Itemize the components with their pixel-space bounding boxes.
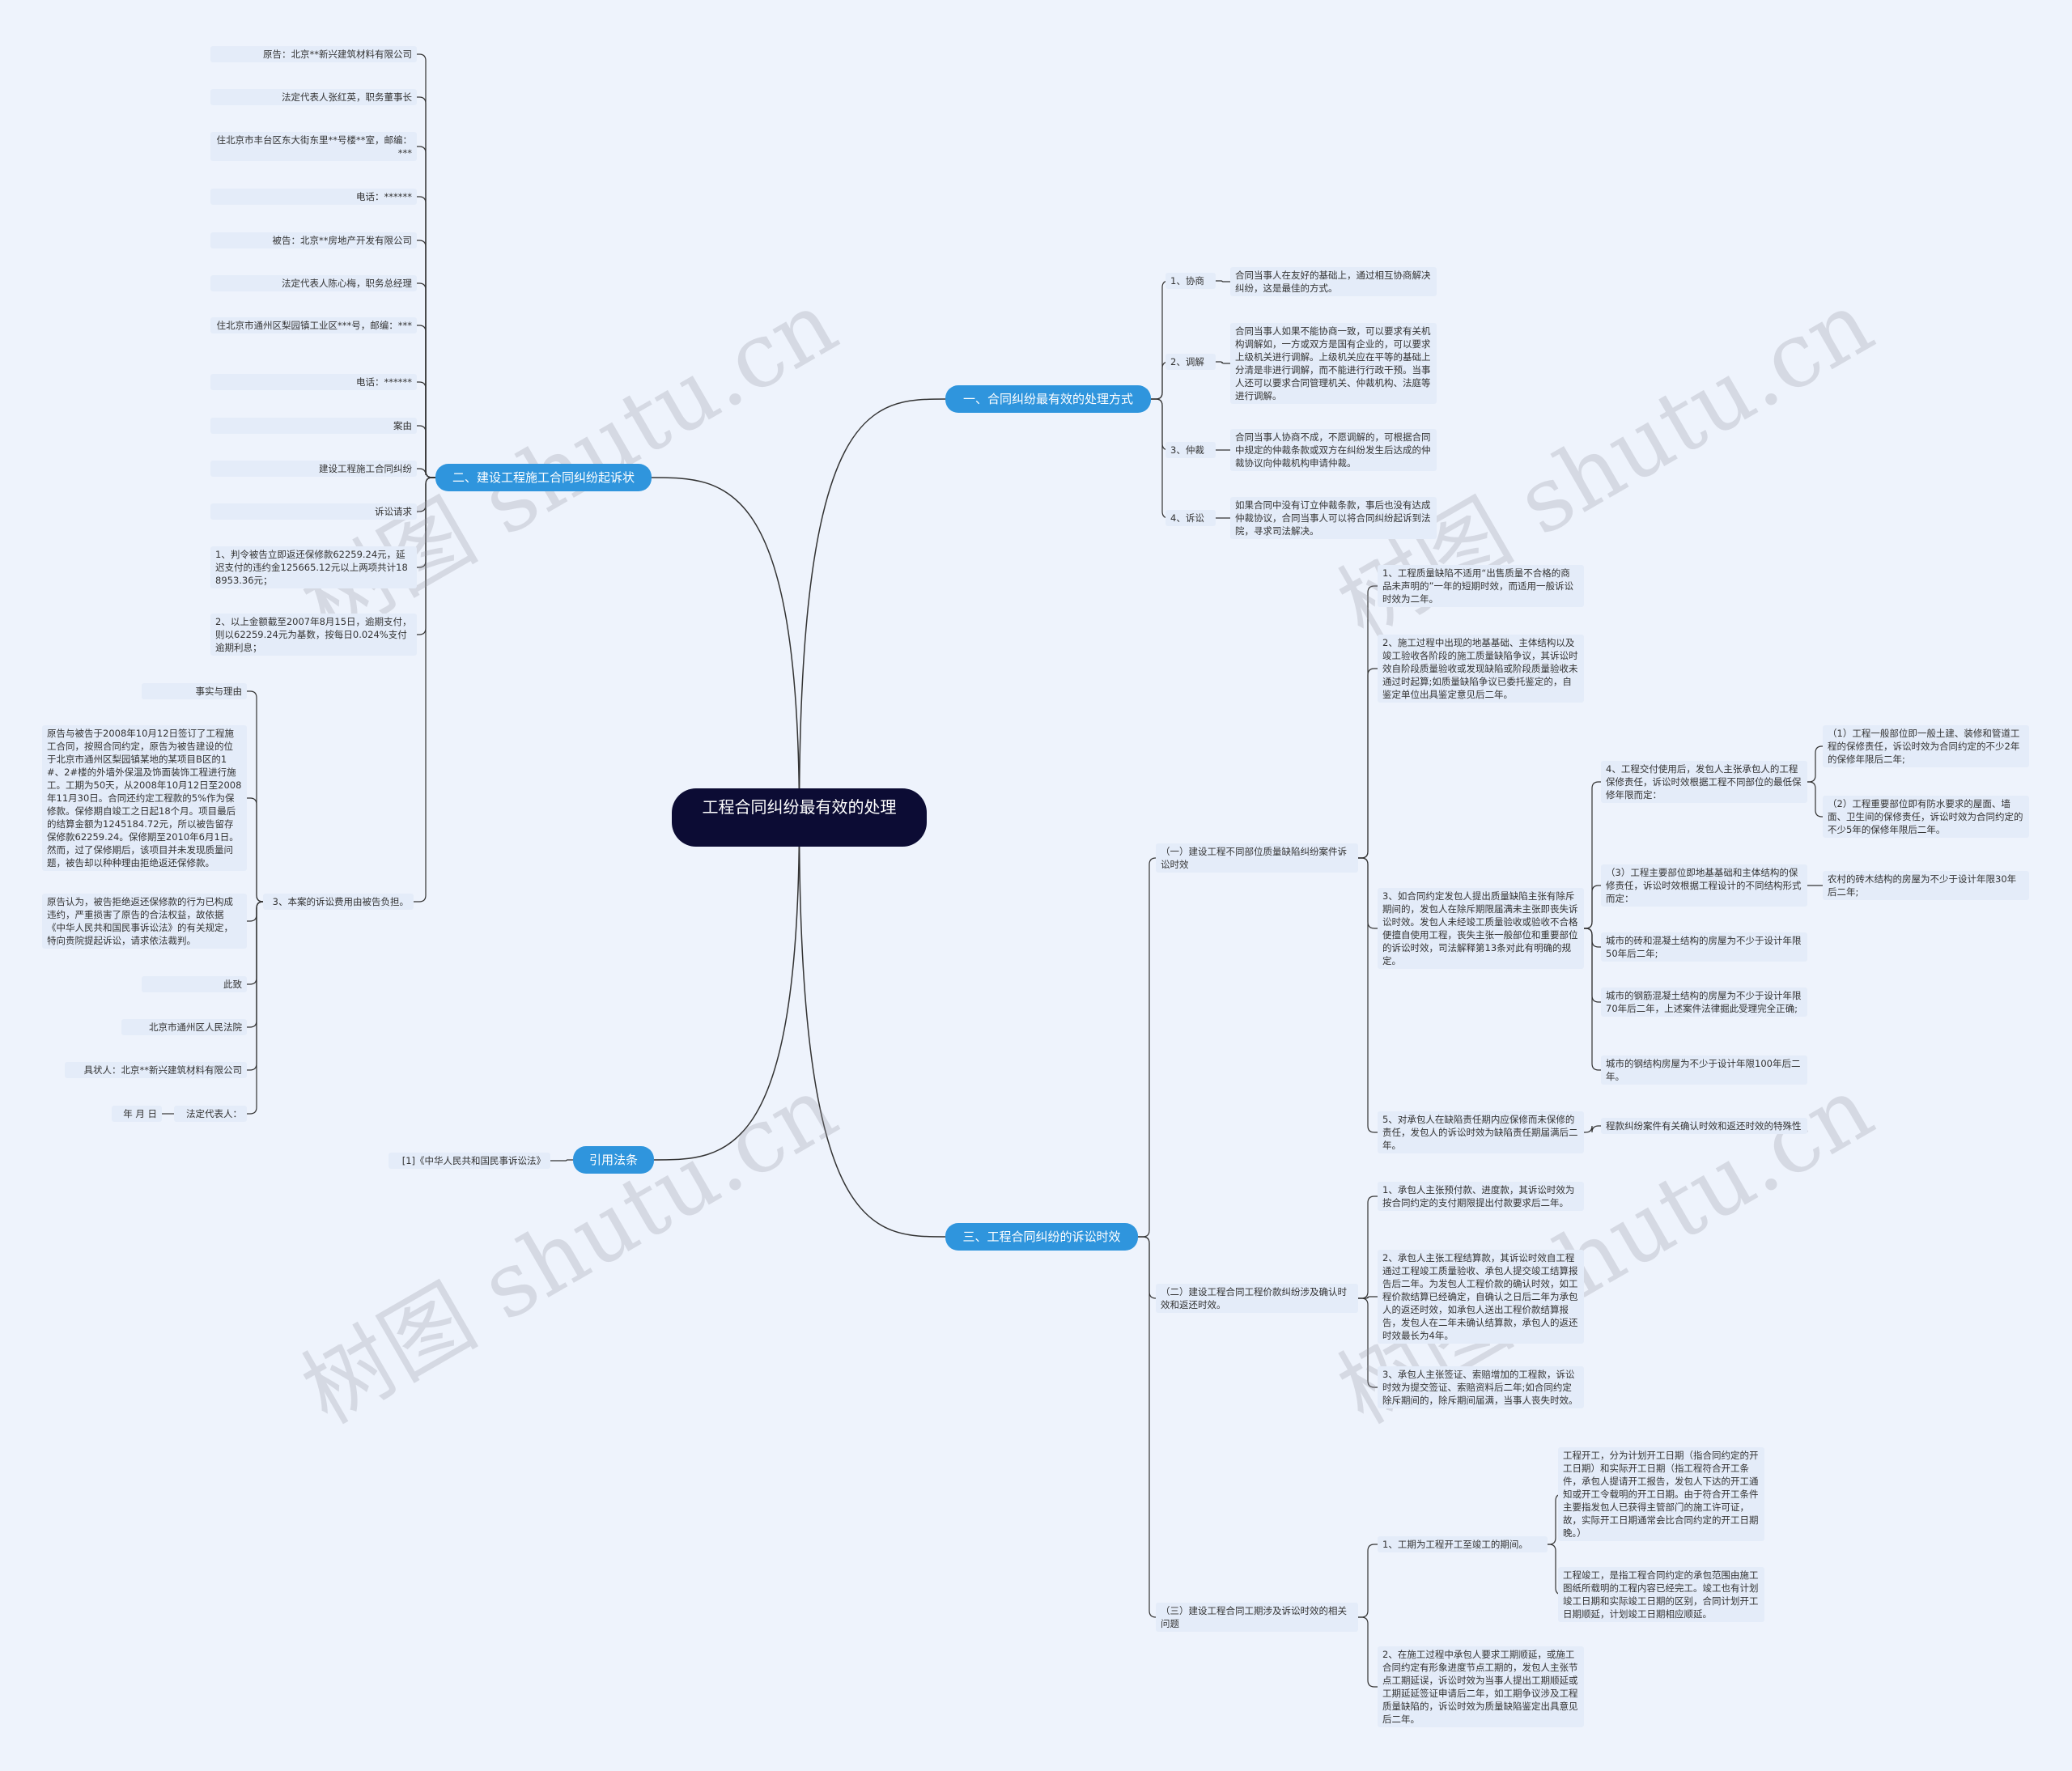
connector-line <box>247 901 264 1028</box>
payment-item-3: 3、承包人主张签证、索赔增加的工程款，诉讼时效为提交签证、索赔资料后二年;如合同… <box>1378 1366 1584 1408</box>
connector-line <box>1216 361 1230 364</box>
connector-line <box>1584 1125 1601 1133</box>
connector-line <box>247 797 264 902</box>
connector-line <box>1358 1196 1378 1299</box>
connector-line <box>1358 1616 1378 1688</box>
method-negotiation-text: 合同当事人在友好的基础上，通过相互协商解决纠纷，这是最佳的方式。 <box>1230 267 1437 296</box>
schedule-item-1: 1、工期为工程开工至竣工的期间。 <box>1378 1536 1548 1552</box>
facts-heading: 事实与理由 <box>142 683 247 699</box>
method-mediation-label[interactable]: 2、调解 <box>1166 354 1216 370</box>
complaint-cause-heading: 案由 <box>210 418 417 434</box>
warranty-rural-brick: 农村的砖木结构的房屋为不少于设计年限30年后二年; <box>1823 871 2029 900</box>
connector-line <box>1151 280 1170 400</box>
connector-line <box>1138 1236 1157 1618</box>
complaint-plaintiff-phone: 电话：****** <box>210 189 417 205</box>
cited-law-item[interactable]: [1]《中华人民共和国民事诉讼法》 <box>388 1153 550 1169</box>
connector-line <box>1358 1297 1378 1388</box>
connector-line <box>1138 857 1157 1238</box>
complaint-defendant-rep: 法定代表人陈心梅，职务总经理 <box>210 275 417 291</box>
method-mediation-text: 合同当事人如果不能协商一致，可以要求有关机构调解如，一方或双方是国有企业的，可以… <box>1230 323 1437 404</box>
connector-line <box>1584 885 1601 929</box>
connector-line <box>1216 280 1230 282</box>
signature-date: 年 月 日 <box>112 1106 162 1122</box>
connector-line <box>247 901 264 1071</box>
closing-text: 此致 <box>142 976 247 992</box>
connector-line <box>798 817 946 1238</box>
branch-limitation[interactable]: 三、工程合同纠纷的诉讼时效 <box>945 1223 1138 1251</box>
payment-limitation-note: 程款纠纷案件有关确认时效和返还时效的特殊性 <box>1601 1118 1807 1134</box>
limitation-schedule[interactable]: （三）建设工程合同工期涉及诉讼时效的相关问题 <box>1156 1603 1358 1632</box>
connector-line <box>1151 398 1170 519</box>
complaint-claim-3[interactable]: 3、本案的诉讼费用由被告负担。 <box>263 894 414 910</box>
start-date-note: 工程开工，分为计划开工日期（指合同约定的开工日期）和实际开工日期（指工程符合开工… <box>1558 1447 1764 1541</box>
warranty-urban-steel: 城市的钢结构房屋为不少于设计年限100年后二年。 <box>1601 1055 1807 1085</box>
limitation-quality-defect[interactable]: （一）建设工程不同部位质量缺陷纠纷案件诉讼时效 <box>1156 843 1358 873</box>
complaint-claim-1: 1、判令被告立即返还保修款62259.24元，延迟支付的违约金125665.12… <box>210 546 417 588</box>
connector-line <box>1358 1296 1378 1299</box>
quality-item-1: 1、工程质量缺陷不适用“出售质量不合格的商品未声明的”一年的短期时效，而适用一般… <box>1378 565 1584 607</box>
connector-line <box>1807 781 1823 818</box>
court-name: 北京市通州区人民法院 <box>121 1019 247 1035</box>
complaint-defendant-phone: 电话：****** <box>210 374 417 390</box>
payment-item-2: 2、承包人主张工程结算款，其诉讼时效自工程通过工程竣工质量验收、承包人提交竣工结… <box>1378 1250 1584 1344</box>
method-litigation-text: 如果合同中没有订立仲裁条款，事后也没有达成仲裁协议，合同当事人可以将合同纠纷起诉… <box>1230 497 1437 539</box>
method-arbitration-text: 合同当事人协商不成，不愿调解的，可根据合同中规定的仲裁条款或双方在纠纷发生后达成… <box>1230 429 1437 471</box>
quality-item-5: 5、对承包人在缺陷责任期内应保修而未保修的责任，发包人的诉讼时效为缺陷责任期届满… <box>1378 1111 1584 1153</box>
connector-line <box>247 690 264 902</box>
connector-line <box>1584 928 1601 1071</box>
method-litigation-label[interactable]: 4、诉讼 <box>1166 510 1216 526</box>
connector-line <box>550 1159 573 1162</box>
connector-line <box>417 468 435 478</box>
complaint-claims-heading: 诉讼请求 <box>210 503 417 520</box>
complaint-cause: 建设工程施工合同纠纷 <box>210 461 417 477</box>
connector-line <box>653 817 800 1161</box>
complaint-plaintiff-address: 住北京市丰台区东大街东里**号楼**室，邮编：*** <box>210 132 417 161</box>
branch-handling-methods[interactable]: 一、合同纠纷最有效的处理方式 <box>945 385 1151 413</box>
complaint-defendant-address: 住北京市通州区梨园镇工业区***号，邮编：*** <box>210 317 417 333</box>
connector-line <box>414 477 435 902</box>
branch-complaint[interactable]: 二、建设工程施工合同纠纷起诉状 <box>435 464 652 491</box>
connector-line <box>1807 745 1823 783</box>
quality-item-4: 4、工程交付使用后，发包人主张承包人的工程保修责任，诉讼时效根据工程不同部位的最… <box>1601 761 1807 803</box>
complaint-claim-2: 2、以上金额截至2007年8月15日，逾期支付，则以62259.24元为基数，按… <box>210 614 417 656</box>
schedule-item-2: 2、在施工过程中承包人要求工期顺延，或施工合同约定有形象进度节点工期的，发包人主… <box>1378 1646 1584 1727</box>
branch-cited-law[interactable]: 引用法条 <box>573 1146 654 1174</box>
central-topic[interactable]: 工程合同纠纷最有效的处理 <box>672 788 927 847</box>
connector-line <box>1358 857 1378 1133</box>
warranty-important: （2）工程重要部位即有防水要求的屋面、墙面、卫生间的保修责任，诉讼时效为合同约定… <box>1823 796 2029 838</box>
completion-note: 工程竣工，是指工程合同约定的承包范围由施工图纸所载明的工程内容已经完工。竣工也有… <box>1558 1567 1764 1622</box>
facts-text: 原告与被告于2008年10月12日签订了工程施工合同，按照合同约定，原告为被告建… <box>42 725 247 871</box>
connector-line <box>417 425 435 478</box>
method-negotiation-label[interactable]: 1、协商 <box>1166 273 1216 289</box>
complaint-plaintiff-rep: 法定代表人张红英，职务董事长 <box>210 89 417 105</box>
connector-line <box>1358 1544 1378 1618</box>
quality-item-2: 2、施工过程中出现的地基基础、主体结构以及竣工验收各阶段的施工质量缺陷争议，其诉… <box>1378 635 1584 703</box>
signature-label: 法定代表人： <box>174 1106 247 1122</box>
warranty-urban-brick: 城市的砖和混凝土结构的房屋为不少于设计年限50年后二年; <box>1601 932 1807 962</box>
warranty-general: （1）工程一般部位即一般土建、装修和管道工程的保修责任，诉讼时效为合同约定的不少… <box>1823 725 2029 767</box>
connector-line <box>247 901 264 1115</box>
warranty-main-structure: （3）工程主要部位即地基基础和主体结构的保修责任，诉讼时效根据工程设计的不同结构… <box>1601 864 1807 907</box>
complaint-plaintiff: 原告：北京**新兴建筑材料有限公司 <box>210 46 417 62</box>
reasons-text: 原告认为，被告拒绝返还保修款的行为已构成违约，严重损害了原告的合法权益，故依据《… <box>42 894 247 949</box>
complainant-name: 具状人：北京**新兴建筑材料有限公司 <box>65 1062 247 1078</box>
connector-line <box>247 901 264 985</box>
connector-line <box>798 398 946 818</box>
connector-line <box>1358 668 1378 859</box>
connector-line <box>247 901 264 922</box>
limitation-payment[interactable]: （二）建设工程合同工程价款纠纷涉及确认时效和返还时效。 <box>1156 1284 1358 1313</box>
complaint-defendant: 被告：北京**房地产开发有限公司 <box>210 232 417 248</box>
method-arbitration-label[interactable]: 3、仲裁 <box>1166 442 1216 458</box>
warranty-urban-concrete: 城市的钢筋混凝土结构的房屋为不少于设计年限70年后二年，上述案件法律掘此受理完全… <box>1601 987 1807 1017</box>
connector-line <box>1138 1236 1157 1299</box>
quality-item-3: 3、如合同约定发包人提出质量缺陷主张有除斥期间的，发包人在除斥期限届满未主张即丧… <box>1378 888 1584 969</box>
connector-line <box>651 477 800 818</box>
payment-item-1: 1、承包人主张预付款、进度款，其诉讼时效为按合同约定的支付期限提出付款要求后二年… <box>1378 1182 1584 1211</box>
